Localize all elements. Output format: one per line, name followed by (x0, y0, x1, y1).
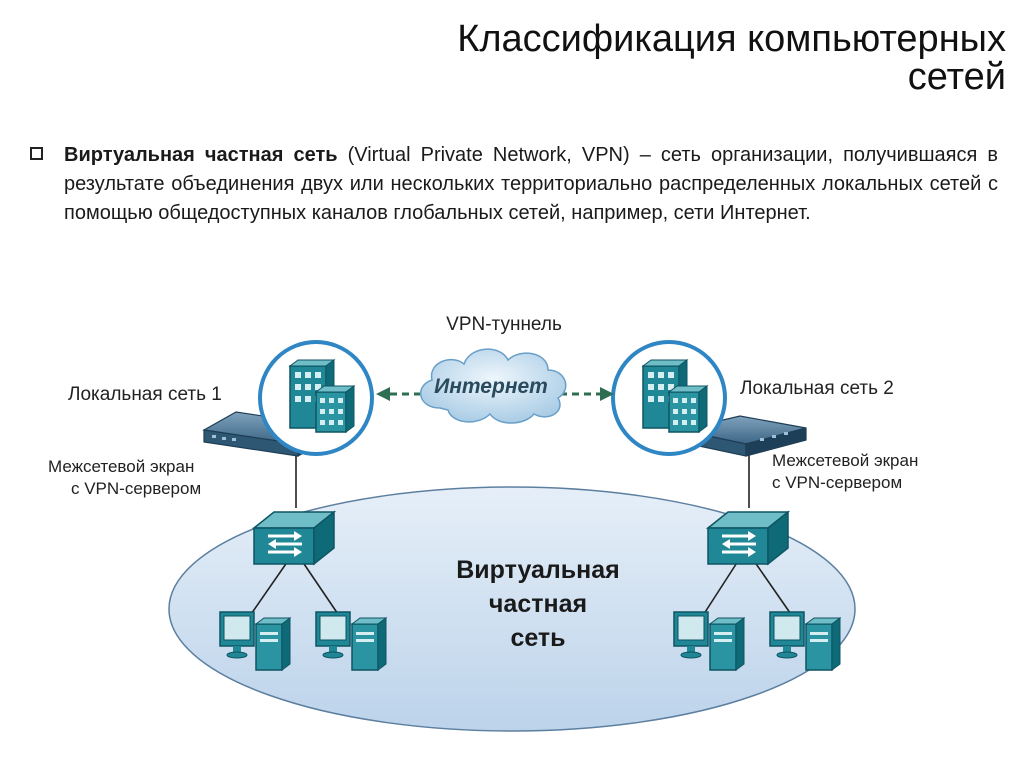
tunnel-label: VPN-туннель (446, 314, 562, 335)
definition-bullet: Виртуальная частная сеть (Virtual Privat… (30, 141, 998, 228)
definition-body: (Virtual Private Network, VPN) – сеть ор… (64, 144, 998, 224)
vpn-tunnel-arrows (376, 387, 614, 401)
title-line-2: сетей (907, 56, 1006, 98)
lan1-building-icon (258, 340, 374, 456)
lan1-firewall-line-1: Межсетевой экран (48, 457, 194, 476)
lan2-firewall-line-1: Межсетевой экран (772, 451, 918, 470)
lan1-firewall-line-2: с VPN-сервером (71, 479, 201, 498)
vpn-ellipse (168, 486, 856, 732)
lan2-switch-icon (706, 510, 790, 566)
lan1-links (246, 452, 343, 621)
title-line-1: Классификация компьютерных (457, 18, 1006, 60)
page-title: Классификация компьютерных сетей (306, 20, 1006, 96)
lan2-links (699, 452, 796, 621)
lan2-label: Локальная сеть 2 (740, 378, 894, 399)
lan1-switch-icon (252, 510, 336, 566)
lan1-label: Локальная сеть 1 (68, 384, 222, 405)
vpn-diagram: Виртуальная частная сеть (48, 314, 918, 732)
vpn-label-line-2: частная (489, 590, 587, 618)
bullet-square-icon (30, 147, 43, 160)
vpn-label-line-1: Виртуальная (456, 556, 620, 584)
cloud-label: Интернет (434, 375, 548, 398)
vpn-label-line-3: сеть (510, 624, 565, 652)
definition-term: Виртуальная частная сеть (64, 144, 338, 166)
definition-text: Виртуальная частная сеть (Virtual Privat… (64, 141, 998, 228)
cloud-icon (420, 348, 567, 424)
lan2-firewall-line-2: с VPN-сервером (772, 473, 902, 492)
lan2-building-icon (611, 340, 727, 456)
